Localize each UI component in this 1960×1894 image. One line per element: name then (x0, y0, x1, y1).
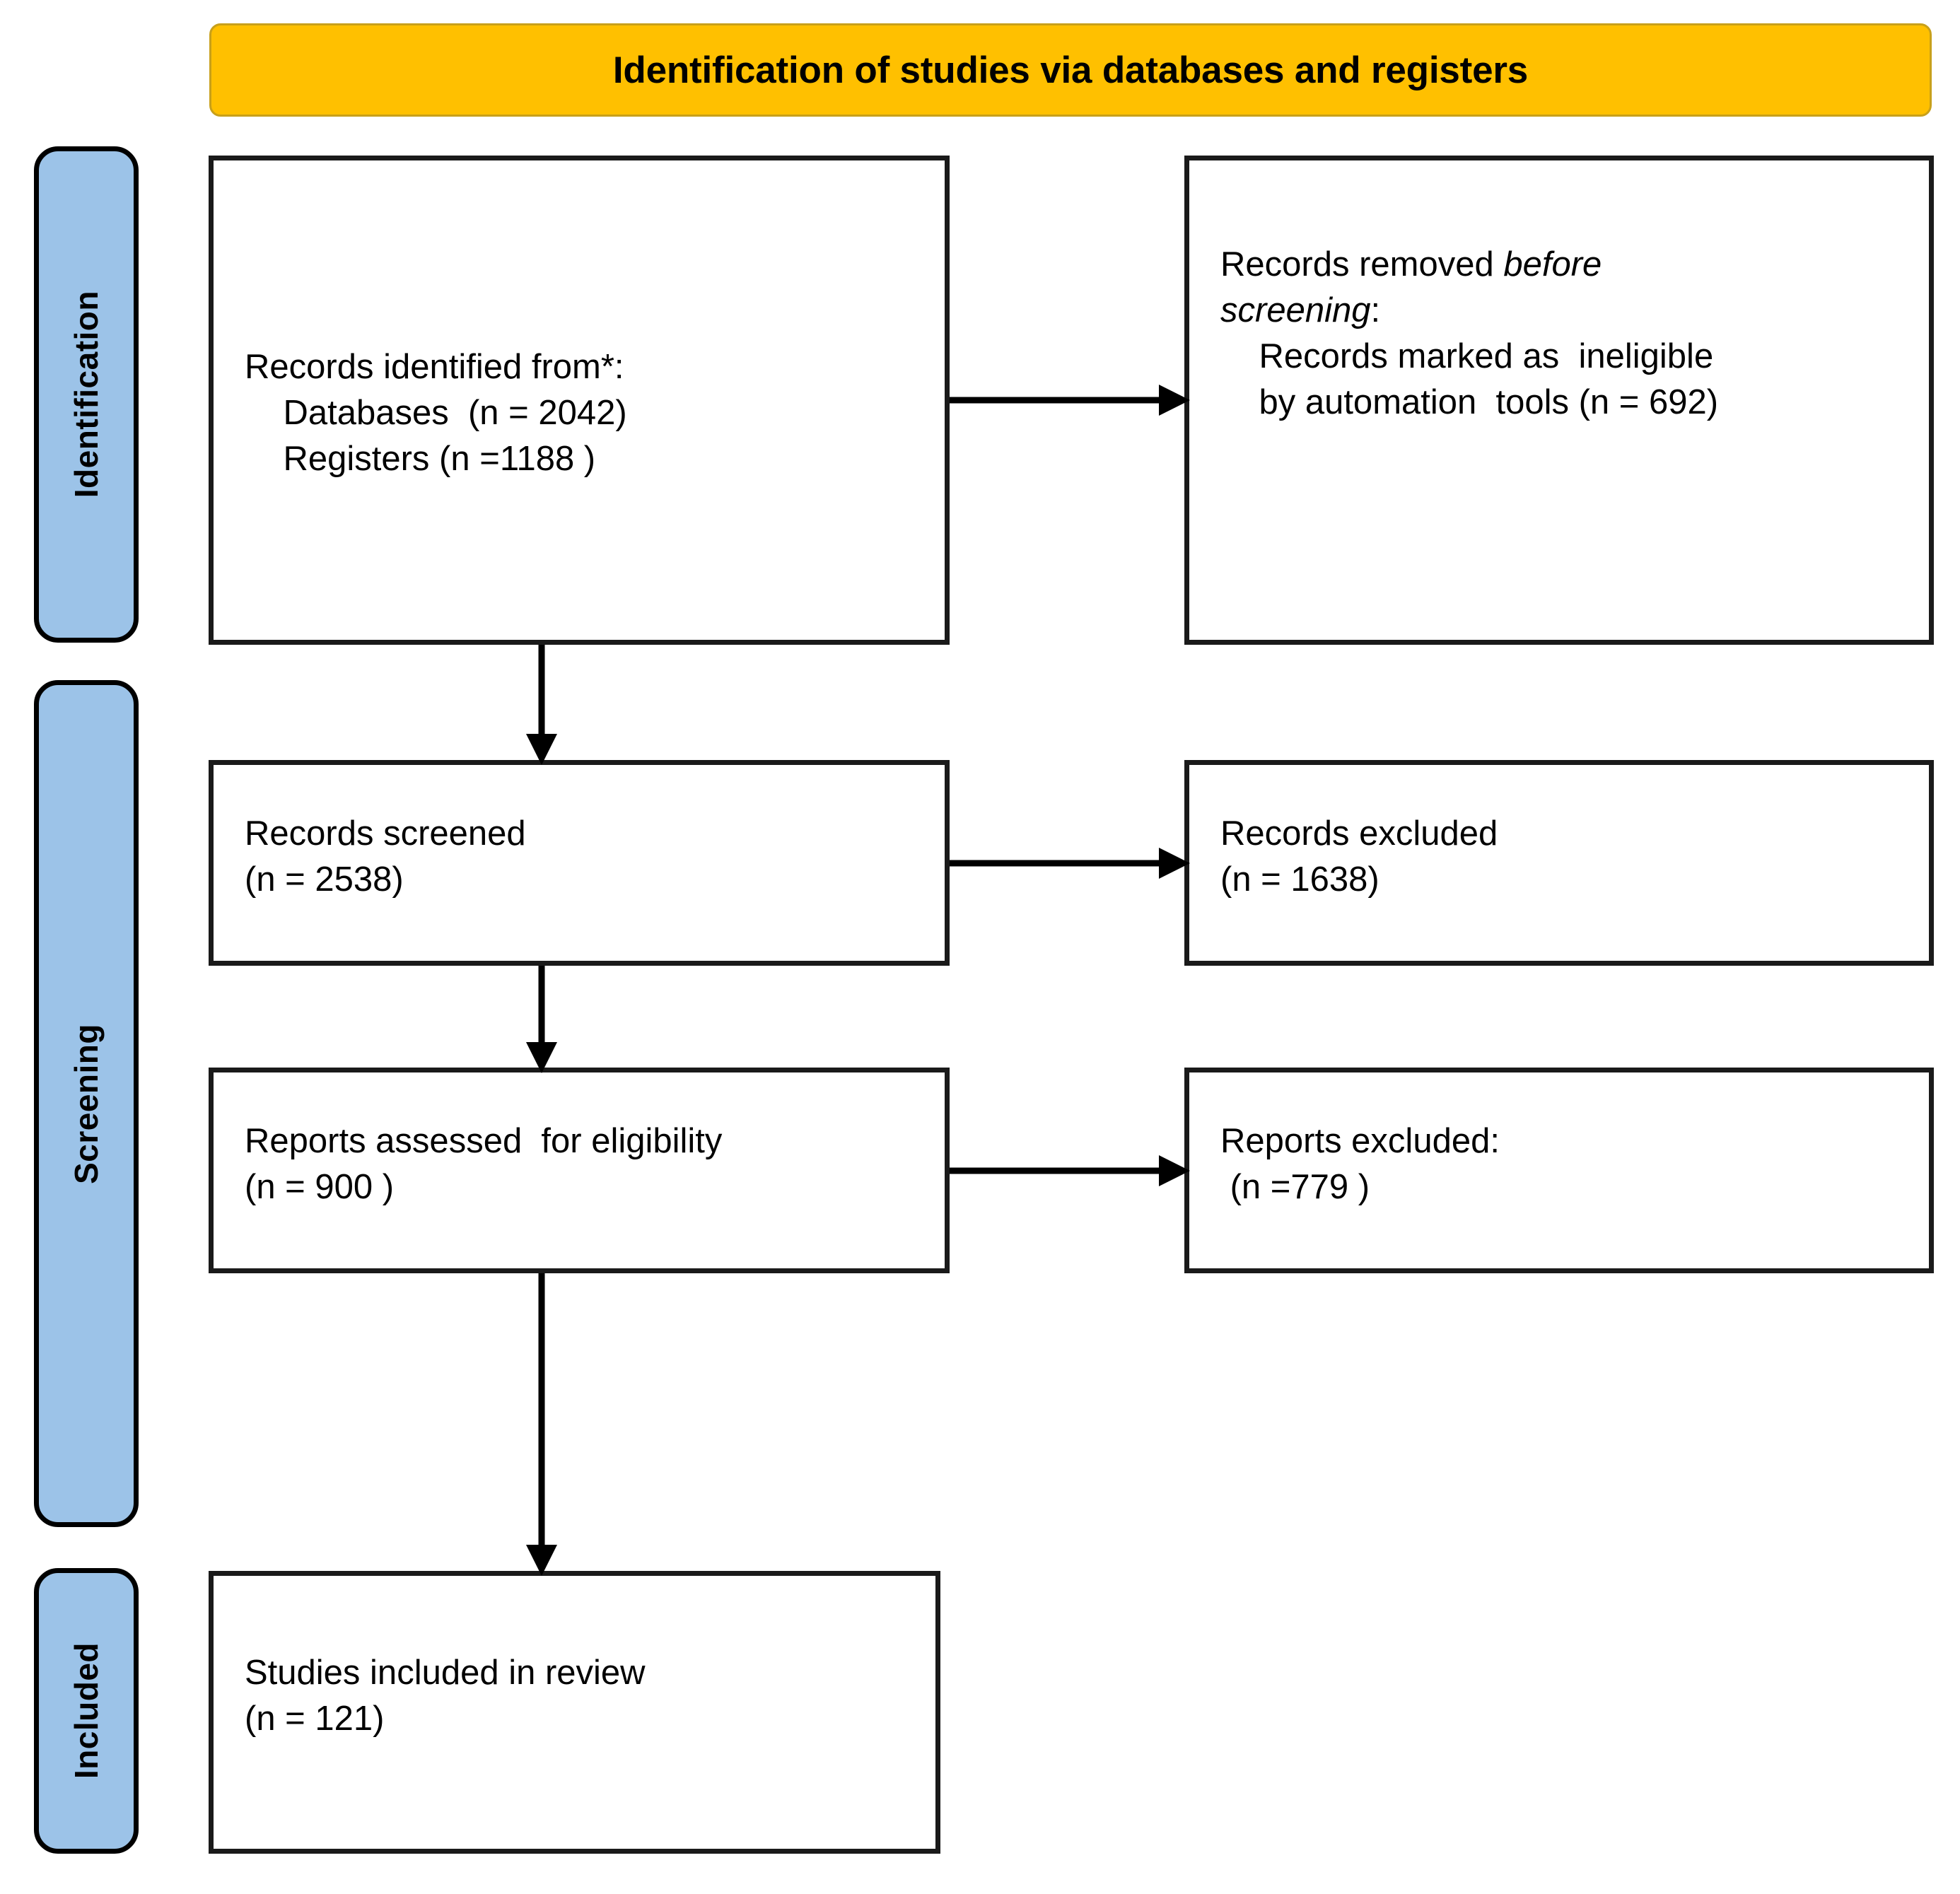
box-studies-included: Studies included in review (n = 121) (209, 1571, 940, 1854)
box-reports-excluded: Reports excluded: (n =779 ) (1184, 1068, 1934, 1273)
box-records-removed-text: Records removed before screening: Record… (1220, 242, 1718, 426)
stage-label-screening: Screening (34, 680, 139, 1527)
stage-label-included: Included (34, 1568, 139, 1854)
header-banner: Identification of studies via databases … (209, 23, 1932, 117)
stage-label-identification-text: Identification (68, 291, 105, 498)
records-excluded-line2: (n = 1638) (1220, 860, 1379, 899)
records-screened-line1: Records screened (245, 814, 526, 853)
records-removed-line2-suffix: : (1370, 291, 1381, 330)
arrow-assessed-to-included-icon (523, 1273, 560, 1576)
stage-label-included-text: Included (68, 1642, 105, 1779)
box-records-identified-text: Records identified from*: Databases (n =… (245, 344, 627, 482)
records-removed-line1-italic: before (1503, 245, 1602, 283)
studies-included-line2: (n = 121) (245, 1700, 385, 1738)
stage-label-screening-text: Screening (68, 1023, 105, 1184)
box-records-removed: Records removed before screening: Record… (1184, 156, 1934, 645)
records-identified-line3: Registers (n =1188 ) (245, 440, 596, 479)
records-removed-line3: Records marked as ineligible (1220, 337, 1714, 376)
box-records-screened: Records screened (n = 2538) (209, 760, 950, 966)
box-reports-assessed-text: Reports assessed for eligibility (n = 90… (245, 1118, 722, 1210)
banner-title: Identification of studies via databases … (612, 49, 1529, 91)
records-removed-line2-italic: screening (1220, 291, 1371, 330)
reports-assessed-line1: Reports assessed for eligibility (245, 1122, 723, 1160)
box-records-screened-text: Records screened (n = 2538) (245, 811, 526, 903)
box-reports-assessed: Reports assessed for eligibility (n = 90… (209, 1068, 950, 1273)
arrow-assessed-to-reports-excluded-icon (950, 1152, 1190, 1189)
records-screened-line2: (n = 2538) (245, 860, 404, 899)
stage-label-identification: Identification (34, 146, 139, 643)
arrow-screened-to-assessed-icon (523, 966, 560, 1073)
box-studies-included-text: Studies included in review (n = 121) (245, 1650, 646, 1742)
box-records-excluded: Records excluded (n = 1638) (1184, 760, 1934, 966)
records-excluded-line1: Records excluded (1220, 814, 1498, 853)
records-identified-line2: Databases (n = 2042) (245, 394, 627, 433)
reports-excluded-line1: Reports excluded: (1220, 1122, 1500, 1160)
arrow-screened-to-records-excluded-icon (950, 845, 1190, 882)
studies-included-line1: Studies included in review (245, 1654, 646, 1692)
reports-excluded-line2: (n =779 ) (1220, 1168, 1370, 1207)
reports-assessed-line2: (n = 900 ) (245, 1168, 395, 1207)
box-records-excluded-text: Records excluded (n = 1638) (1220, 811, 1498, 903)
arrow-identified-to-removed-icon (950, 382, 1190, 419)
arrow-identified-to-screened-icon (523, 645, 560, 765)
box-records-identified: Records identified from*: Databases (n =… (209, 156, 950, 645)
records-identified-line1: Records identified from*: (245, 348, 624, 386)
box-reports-excluded-text: Reports excluded: (n =779 ) (1220, 1118, 1500, 1210)
records-removed-line4: by automation tools (n = 692) (1220, 383, 1719, 422)
records-removed-line1-prefix: Records removed (1220, 245, 1504, 283)
